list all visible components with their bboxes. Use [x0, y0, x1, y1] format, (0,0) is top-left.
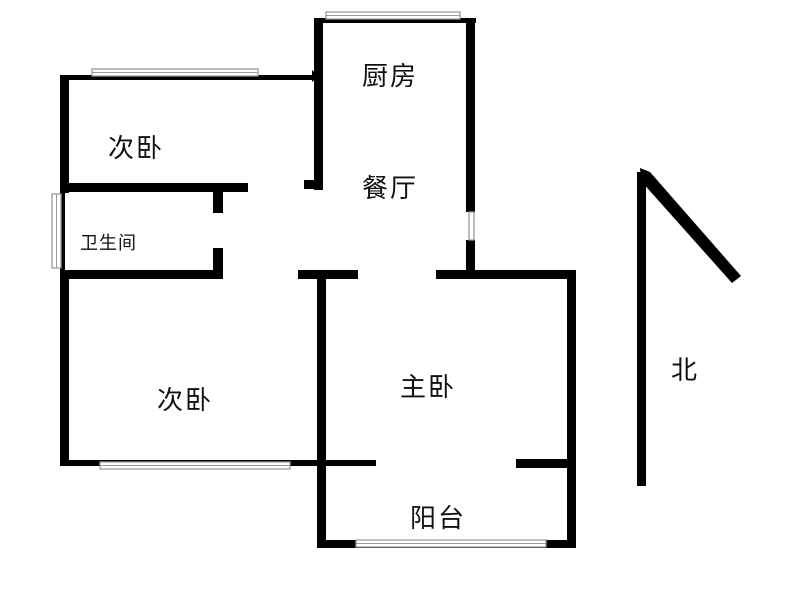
room-label-master: 主卧 [400, 373, 457, 403]
wall-kitchen-right [466, 18, 475, 212]
north-label: 北 [671, 356, 700, 386]
wall-bedroom-top-top [60, 75, 318, 80]
room-label-bathroom: 卫生间 [80, 233, 137, 254]
wall-master-top-right [436, 270, 576, 279]
north-arrow [637, 168, 741, 486]
wall-balcony-divider-right [516, 459, 576, 468]
wall-master-left [317, 270, 326, 546]
wall-bedroom-top-bottom [60, 183, 248, 192]
wall-master-right [567, 270, 576, 548]
wall-master-top-left [298, 270, 358, 279]
room-label-bedroom-bottom: 次卧 [157, 386, 214, 416]
wall-dining-right-lower [466, 240, 475, 274]
door-arrow-kitchen [312, 70, 320, 82]
windows [51, 11, 547, 548]
wall-kitchen-top [314, 18, 476, 23]
wall-left-outer-upper [60, 75, 69, 193]
wall-left-outer-mid [60, 192, 65, 270]
wall-kitchen-stub [304, 180, 323, 189]
north-arrow-head [640, 168, 741, 283]
wall-left-outer-lower [60, 270, 69, 465]
room-label-dining: 餐厅 [362, 174, 419, 204]
wall-bath-right-lower [213, 248, 223, 278]
window-dining-right [468, 211, 475, 241]
room-label-balcony: 阳台 [410, 504, 467, 534]
wall-bath-bottom [60, 270, 223, 279]
wall-kitchen-left [314, 18, 323, 190]
wall-bath-right-upper [213, 183, 223, 213]
room-label-bedroom-top: 次卧 [108, 134, 165, 164]
north-arrow-shaft [637, 172, 646, 486]
room-label-kitchen: 厨房 [362, 62, 419, 92]
